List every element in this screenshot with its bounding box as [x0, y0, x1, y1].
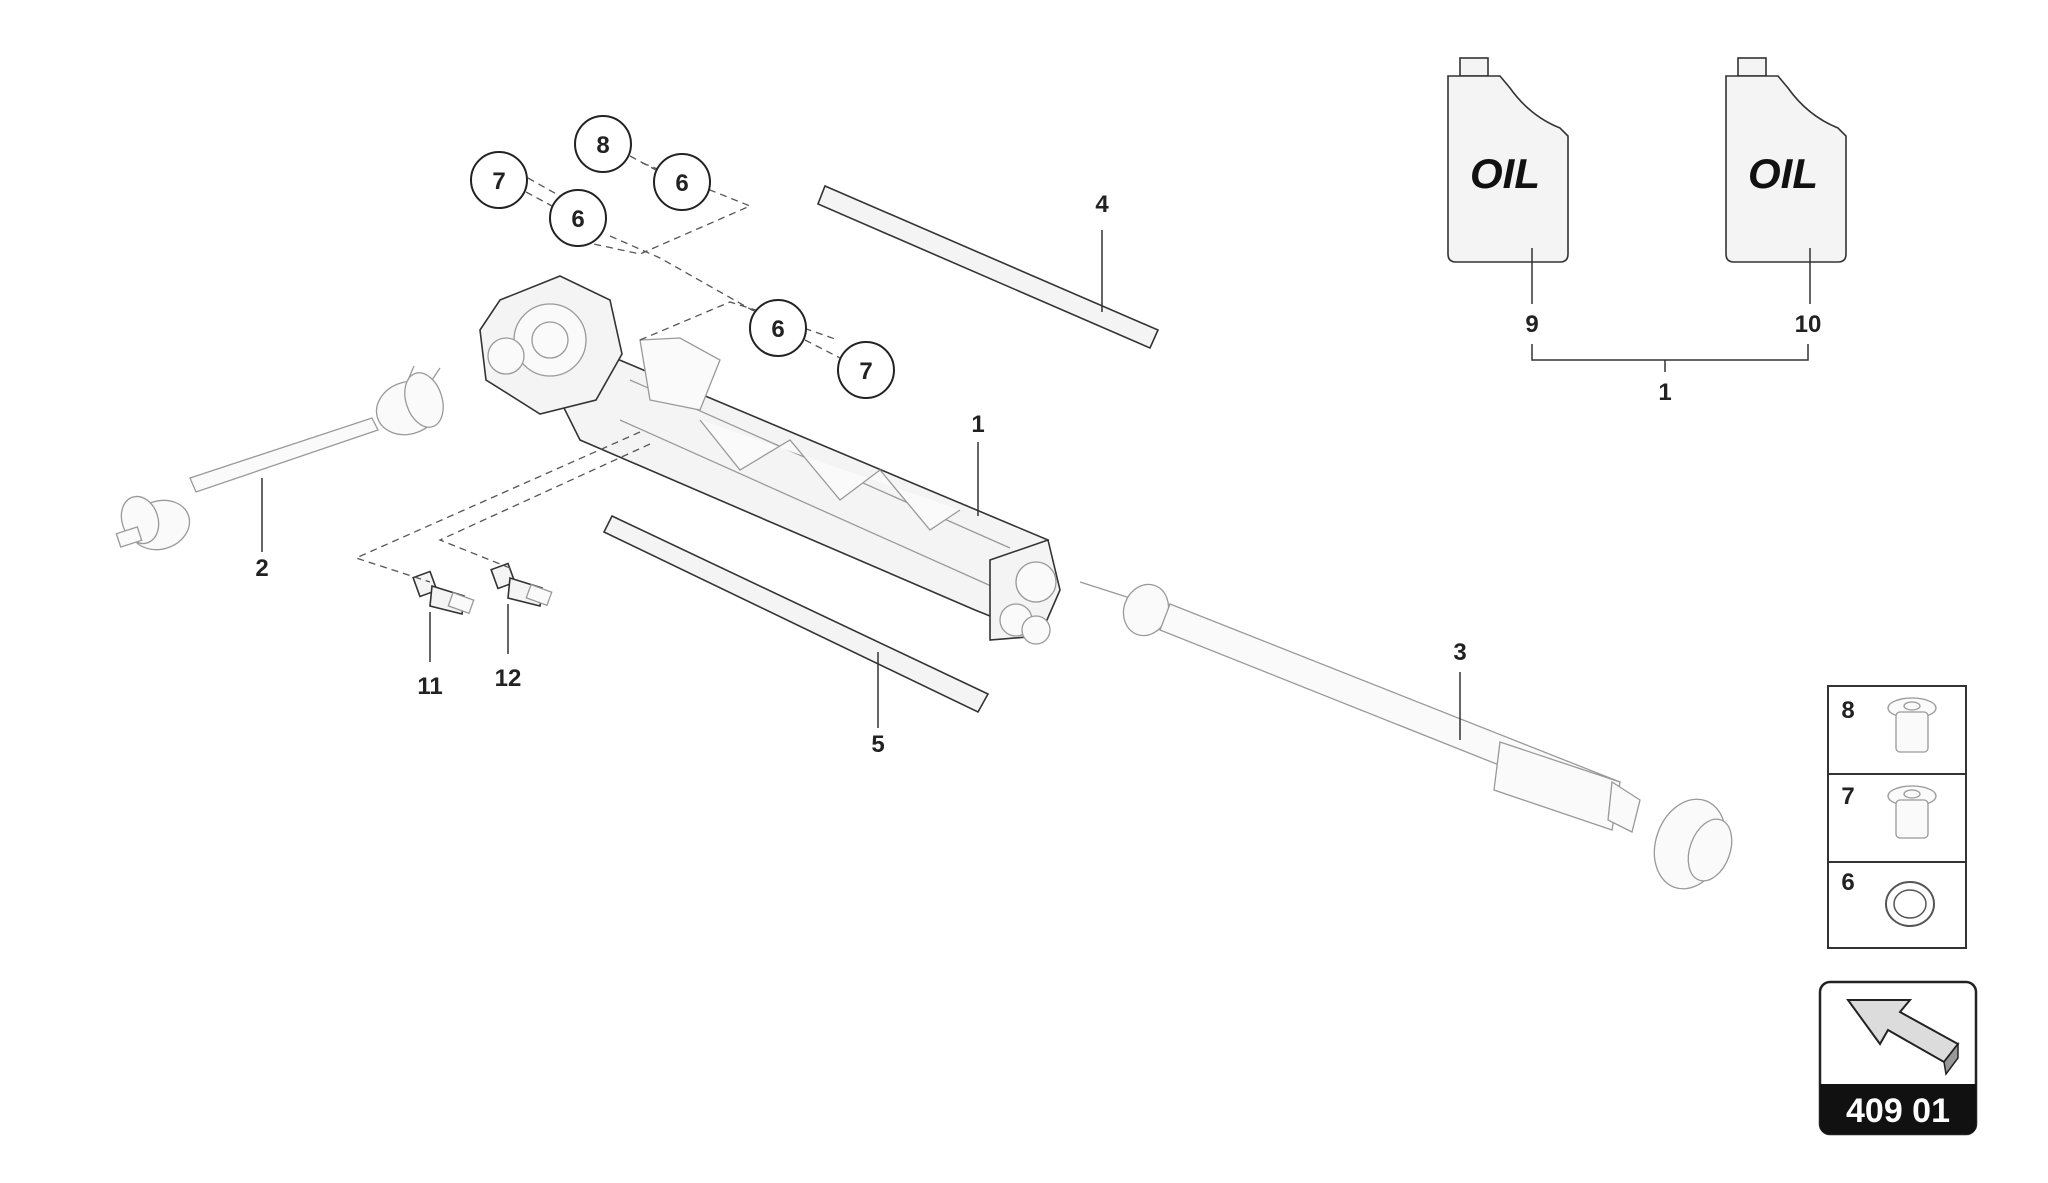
- kit-bracket: [1531, 344, 1809, 361]
- oil-container-10[interactable]: OIL: [1725, 57, 1847, 263]
- sensor-11[interactable]: [412, 570, 475, 615]
- propeller-shaft-3[interactable]: [1079, 578, 1740, 899]
- svg-text:6: 6: [1841, 869, 1854, 896]
- callout-1-oil-kit[interactable]: 1: [1658, 379, 1671, 406]
- callout-4[interactable]: 4: [1095, 191, 1109, 218]
- reference-line-sensor-12: [438, 443, 651, 569]
- drive-shaft-2[interactable]: [115, 365, 449, 557]
- oil-label: OIL: [1470, 150, 1540, 197]
- callout-circle-7-top[interactable]: 7: [470, 151, 528, 209]
- oil-label: OIL: [1748, 150, 1818, 197]
- callout-circle-6-top-right[interactable]: 6: [653, 153, 711, 211]
- callout-10[interactable]: 10: [1795, 311, 1822, 338]
- svg-text:6: 6: [771, 316, 784, 343]
- callout-circle-8-top[interactable]: 8: [574, 115, 632, 173]
- callout-5[interactable]: 5: [871, 731, 884, 758]
- transmission-housing-1[interactable]: [479, 275, 1061, 645]
- svg-text:7: 7: [859, 358, 872, 385]
- svg-text:6: 6: [571, 206, 584, 233]
- callout-2[interactable]: 2: [255, 555, 268, 582]
- strip-part-5[interactable]: [602, 514, 990, 714]
- callout-12[interactable]: 12: [495, 665, 522, 692]
- legend-row-7[interactable]: 7: [1841, 783, 1937, 839]
- legend-row-8[interactable]: 8: [1841, 697, 1937, 753]
- seal-ring-icon: [1885, 881, 1935, 927]
- page-code: 409 01: [1846, 1092, 1950, 1130]
- callout-3[interactable]: 3: [1453, 639, 1466, 666]
- plug-with-washer-icon: [1887, 785, 1937, 839]
- callout-circle-7-mid[interactable]: 7: [837, 341, 895, 399]
- svg-text:7: 7: [492, 168, 505, 195]
- svg-text:8: 8: [1841, 697, 1854, 724]
- svg-text:6: 6: [675, 170, 688, 197]
- svg-text:8: 8: [596, 132, 609, 159]
- svg-text:7: 7: [1841, 783, 1854, 810]
- plug-with-flange-icon: [1887, 697, 1937, 753]
- callout-circle-6-mid[interactable]: 6: [749, 299, 807, 357]
- sensor-12[interactable]: [490, 562, 553, 607]
- callout-9[interactable]: 9: [1525, 311, 1538, 338]
- oil-container-9[interactable]: OIL: [1447, 57, 1569, 263]
- callout-11[interactable]: 11: [417, 673, 442, 700]
- reference-line-sensor-11: [354, 431, 641, 583]
- navigation-arrow-icon: [1846, 999, 1960, 1076]
- legend-row-6[interactable]: 6: [1841, 869, 1935, 927]
- callout-circle-6-top-left[interactable]: 6: [549, 189, 607, 247]
- callout-1-housing[interactable]: 1: [971, 411, 984, 438]
- strip-part-4[interactable]: [816, 184, 1160, 350]
- page-nav-box[interactable]: 409 01: [1818, 980, 1978, 1136]
